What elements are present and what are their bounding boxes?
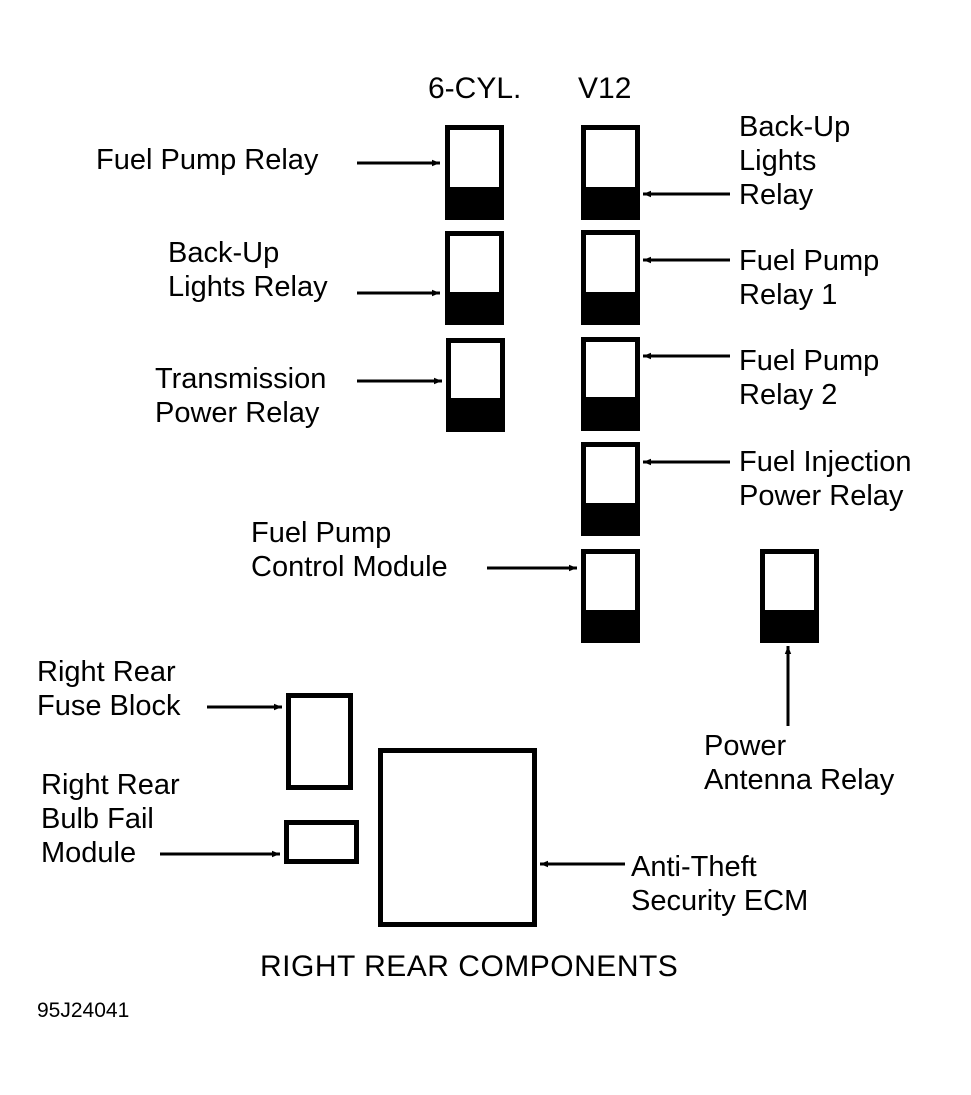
label-right-rear-fuse-block: Right Rear Fuse Block xyxy=(37,656,181,722)
label-v12-fuel-pump-relay-2: Fuel Pump Relay 2 xyxy=(739,345,880,411)
column-heading-v12: V12 xyxy=(578,72,632,105)
bulb-fail-module-box xyxy=(284,820,359,864)
diagram-title: RIGHT REAR COMPONENTS xyxy=(260,950,679,983)
relay-power-antenna xyxy=(760,549,819,643)
label-power-antenna-relay: Power Antenna Relay xyxy=(704,730,895,796)
relay-v12-backup-lights xyxy=(581,125,640,220)
label-6cyl-backup-lights-relay: Back-Up Lights Relay xyxy=(168,237,328,303)
right-rear-fuse-block-box xyxy=(286,693,353,790)
anti-theft-ecm-box xyxy=(378,748,537,927)
leader-arrows xyxy=(160,159,792,868)
relay-v12-fuel-pump-1 xyxy=(581,230,640,325)
fuel-pump-control-module-box xyxy=(581,549,640,643)
label-v12-fuel-injection-power-relay: Fuel Injection Power Relay xyxy=(739,446,912,512)
relay-v12-fuel-pump-2 xyxy=(581,337,640,431)
relay-6cyl-backup-lights xyxy=(445,231,504,325)
column-heading-6cyl: 6-CYL. xyxy=(428,72,522,105)
label-anti-theft-security-ecm: Anti-Theft Security ECM xyxy=(631,851,809,917)
label-6cyl-fuel-pump-relay: Fuel Pump Relay xyxy=(96,144,319,176)
label-v12-fuel-pump-relay-1: Fuel Pump Relay 1 xyxy=(739,245,880,311)
relay-6cyl-transmission-power xyxy=(446,338,505,432)
figure-code: 95J24041 xyxy=(37,999,130,1022)
relay-6cyl-fuel-pump xyxy=(445,125,504,220)
label-v12-backup-lights-relay: Back-Up Lights Relay xyxy=(739,111,851,211)
label-right-rear-bulb-fail-module: Right Rear Bulb Fail Module xyxy=(41,769,180,869)
label-fuel-pump-control-module: Fuel Pump Control Module xyxy=(251,517,448,583)
relay-v12-fuel-injection-power xyxy=(581,442,640,536)
label-6cyl-transmission-power-relay: Transmission Power Relay xyxy=(155,363,327,429)
